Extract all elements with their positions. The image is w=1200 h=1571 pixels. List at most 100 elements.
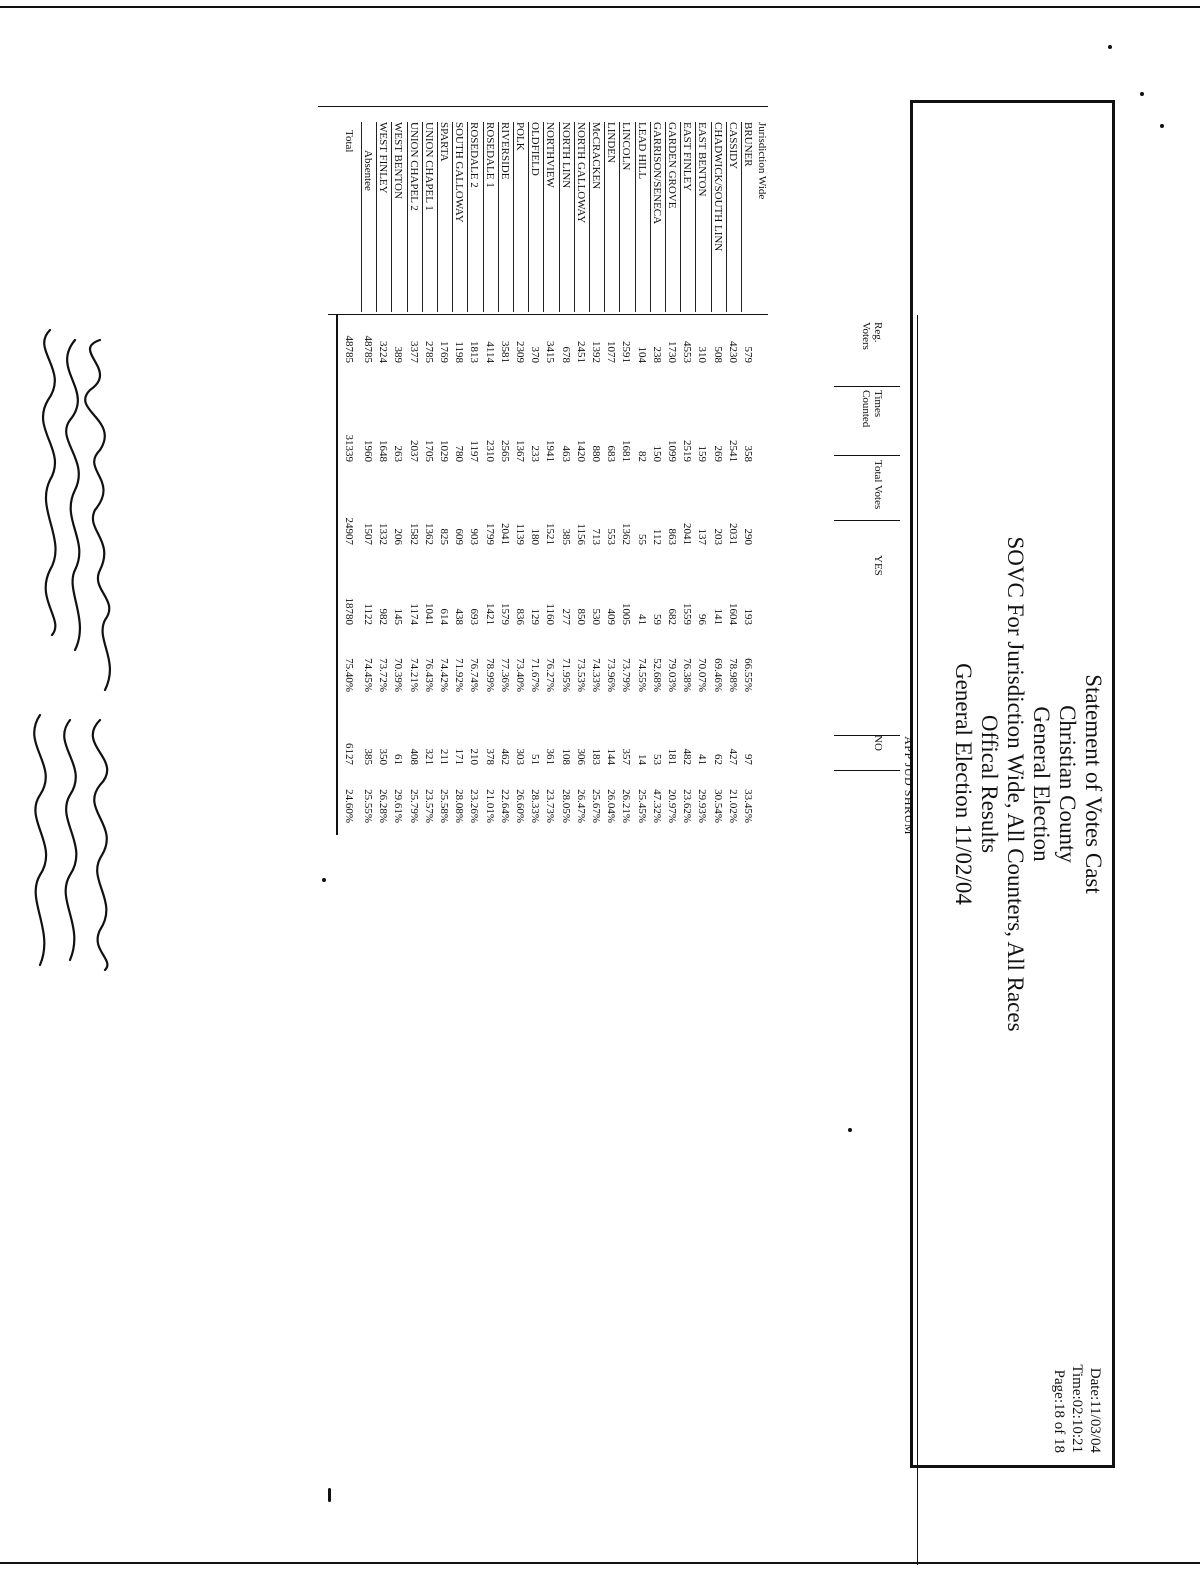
jurisdiction-name: POLK [514,122,526,151]
cell-yes: 1421 [483,603,496,625]
cell-yes-pct: 76.38% [681,658,694,692]
cell-reg: 3377 [407,341,420,363]
cell-no: 385 [362,748,374,766]
cell-no-pct: 26.47% [574,789,587,823]
cell-times: 1197 [468,440,481,462]
cell-reg: 48785 [342,335,355,364]
cell-yes-pct: 71.92% [453,658,466,692]
cell-yes: 1122 [362,603,374,625]
row-underline [649,122,651,312]
row-underline [543,122,545,312]
cell-total: 713 [590,528,602,546]
jurisdiction-name: WEST FINLEY [377,122,390,194]
cell-yes-pct: 74.45% [362,658,374,692]
cell-times: 150 [650,445,663,463]
header-column-divider [834,455,900,456]
scan-speck [1140,92,1144,96]
header-total-votes: Total Votes [872,460,884,510]
jurisdiction-name: BRUNER [742,122,754,167]
cell-yes: 59 [650,614,663,625]
cell-times: 880 [590,445,602,463]
cell-yes-pct: 78.99% [483,658,496,692]
jurisdiction-name: McCRACKEN [590,122,602,190]
cell-no: 41 [696,754,709,765]
cell-yes: 1041 [422,603,435,625]
cell-total: 206 [392,528,405,546]
cell-no-pct: 22.64% [498,789,511,823]
cell-reg: 2451 [574,341,587,363]
cell-reg: 579 [742,346,754,364]
cell-yes-pct: 71.67% [529,658,542,692]
jurisdiction-name: RIVERSIDE [498,122,511,180]
row-underline [482,122,484,312]
cell-no-pct: 23.73% [544,789,557,823]
cell-times: 2519 [681,440,694,462]
cell-no: 97 [742,754,754,765]
cell-reg: 3415 [544,341,557,363]
cell-total: 1521 [544,523,557,545]
cell-reg: 238 [650,346,663,364]
jurisdiction-name: NORTHVIEW [544,122,557,188]
cell-no-pct: 25.58% [438,789,450,823]
cell-no: 62 [711,754,724,765]
cell-yes-pct: 73.72% [377,658,390,692]
jurisdiction-name: Total [342,130,355,153]
cell-no-pct: 29.61% [392,789,405,823]
report-header-box: Statement of Votes Cast Christian County… [910,100,1115,1468]
cell-reg: 48785 [362,335,374,364]
cell-yes-pct: 69.46% [711,658,724,692]
cell-no: 108 [559,748,572,766]
scan-edge-bottom [0,1562,1200,1564]
cell-yes-pct: 73.53% [574,658,587,692]
cell-yes-pct: 75.40% [342,658,355,692]
cell-reg: 3581 [498,341,511,363]
cell-total: 1332 [377,523,390,545]
cell-no: 303 [514,748,526,766]
cell-total: 385 [559,528,572,546]
header-column-divider [834,520,900,521]
cell-no-pct: 25.55% [362,789,374,823]
cell-times: 1960 [362,440,374,462]
cell-no-pct: 23.62% [681,789,694,823]
cell-no: 306 [574,748,587,766]
cell-total: 903 [468,528,481,546]
scan-edge-top [0,6,1200,8]
cell-no-pct: 25.67% [590,789,602,823]
cell-no-pct: 33.45% [742,789,754,823]
jurisdiction-name: SPARTA [438,122,450,162]
scan-speck [1108,45,1112,49]
jurisdiction-name: ROSEDALE 1 [483,122,496,188]
header-title-1: Statement of Votes Cast [1081,674,1106,894]
row-underline [725,122,727,312]
header-title-5: Offical Results [977,714,1002,854]
cell-yes-pct: 77.36% [498,658,511,692]
cell-no-pct: 28.05% [559,789,572,823]
cell-yes: 96 [696,614,709,625]
cell-yes-pct: 73.96% [605,658,618,692]
cell-yes-pct: 76.74% [468,658,481,692]
cell-yes-pct: 79.03% [666,658,678,692]
cell-reg: 508 [711,346,724,364]
jurisdiction-name: LEAD HILL [635,122,648,180]
signature-2 [65,338,81,652]
cell-times: 1705 [422,440,435,462]
row-underline [604,122,606,312]
cell-no-pct: 25.79% [407,789,420,823]
cell-times: 2541 [726,440,739,462]
cell-reg: 1769 [438,341,450,363]
row-underline [634,122,636,312]
report-date: Date:11/03/04 [1087,1367,1103,1453]
row-underline [695,122,697,312]
